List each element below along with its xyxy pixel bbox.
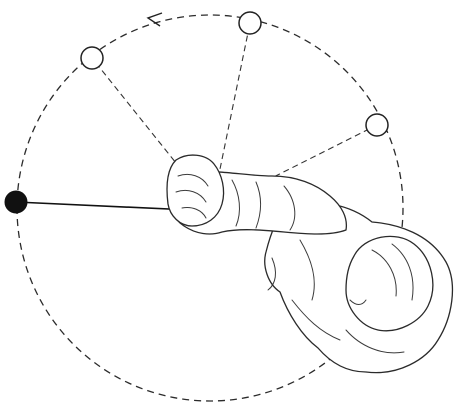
person-head xyxy=(346,236,433,330)
person-fist xyxy=(167,155,224,226)
person-figure xyxy=(167,155,452,373)
position-dot-top xyxy=(239,12,261,34)
position-dot-upper-left xyxy=(81,47,103,69)
direction-arrow-icon xyxy=(148,13,162,26)
position-dot-current xyxy=(5,191,27,213)
position-dot-right xyxy=(366,114,388,136)
